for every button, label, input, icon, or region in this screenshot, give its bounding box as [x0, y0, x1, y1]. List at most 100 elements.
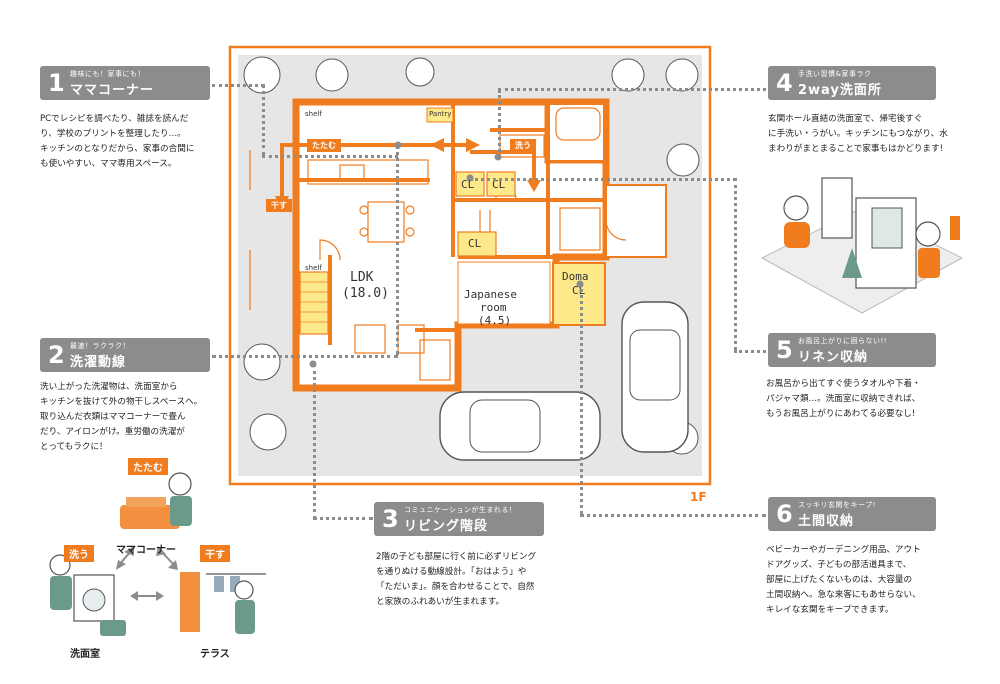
callout-1-line: キッチンのとなりだから、家事の合間に [40, 144, 195, 154]
doma-closet [552, 262, 606, 326]
ldk-label: LDK [350, 270, 374, 285]
leader-1a [212, 84, 264, 87]
callout-5-line: パジャマ類…。洗面室に収納できれば、 [766, 394, 921, 404]
leader-3b [313, 517, 373, 520]
callout-1-header: 1 趣味にも！家事にも！ ママコーナー [40, 66, 210, 100]
callout-2-line: キッチンを抜けて外の物干しスペースへ。 [40, 397, 203, 407]
callout-4-line: 玄関ホール直結の洗面室で、帰宅後すぐ [768, 114, 923, 124]
callout-4-number: 4 [776, 69, 793, 97]
callout-1-body: PCでレシピを調べたり、雑誌を読んだ り、学校のプリントを整理したり…。 キッチ… [40, 112, 240, 172]
callout-3-line: 2階の子ども部屋に行く前に必ずリビング [376, 552, 537, 562]
callout-6-body: ベビーカーやガーデニング用品、アウト ドアグッズ、子どもの部活道具まで、 部屋に… [766, 543, 981, 618]
callout-1-line: PCでレシピを調べたり、雑誌を読んだ [40, 114, 189, 124]
callout-4-title: 2way洗面所 [798, 83, 882, 98]
callout-5-body: お風呂から出てすぐ使うタオルや下着・ パジャマ類…。洗面室に収納できれば、 もう… [766, 377, 981, 422]
callout-6-number: 6 [776, 500, 793, 528]
callout-4-header: 4 手洗い習慣&家事ラク 2way洗面所 [768, 66, 936, 100]
pantry [426, 107, 454, 123]
leader-3a [313, 364, 316, 519]
callout-4-line: に手洗い・うがい。キッチンにもつながり、水 [768, 129, 948, 139]
leader-5a [470, 178, 736, 181]
cycle-label-washroom: 洗面室 [70, 649, 100, 660]
callout-3-line: 「ただいま」。顔を合わせることで、自然 [376, 582, 535, 592]
callout-6-header: 6 スッキリ玄関をキープ! 土間収納 [768, 497, 936, 531]
leader-5c [734, 350, 766, 353]
leader-4a [498, 90, 501, 157]
cycle-label-mama-corner: ママコーナー [116, 545, 176, 556]
pantry-label: Pantry [429, 110, 452, 118]
laundry-cycle-illustration [49, 472, 266, 636]
leader-5b [734, 178, 737, 350]
ldk-size-label: (18.0) [342, 286, 389, 301]
callout-2-body: 洗い上がった洗濯物は、洗面室から キッチンを抜けて外の物干しスペースへ。 取り込… [40, 380, 240, 455]
arrow-label-hosu: 干す [266, 199, 292, 212]
doma-cl-label: CL [572, 284, 586, 297]
callout-3-header: 3 コミュニケーションが生まれる！ リビング階段 [374, 502, 544, 536]
callout-1-line: り、学校のプリントを整理したり…。 [40, 129, 186, 139]
leader-2b [396, 145, 399, 355]
closet-1-label: CL [461, 178, 475, 191]
callout-5-line: お風呂から出てすぐ使うタオルや下着・ [766, 379, 921, 389]
lot-boundary [228, 45, 712, 486]
callout-4-body: 玄関ホール直結の洗面室で、帰宅後すぐ に手洗い・うがい。キッチンにもつながり、水… [768, 112, 983, 157]
callout-2-title: 洗濯動線 [70, 355, 127, 370]
callout-2-number: 2 [48, 341, 65, 369]
arrow-label-arau: 洗う [510, 139, 536, 152]
living-stairs [299, 271, 329, 335]
closet-2-label: CL [492, 178, 506, 191]
cycle-label-terrace: テラス [200, 649, 230, 660]
callout-6-line: キレイな玄関をキープできます。 [766, 605, 894, 615]
leader-6b [580, 514, 766, 517]
callout-2-line: 洗い上がった洗濯物は、洗面室から [40, 382, 178, 392]
callout-6-line: 土間収納へ。急な来客にもあせらない、 [766, 590, 921, 600]
callout-5-title: リネン収納 [798, 350, 869, 365]
leader-1c [262, 155, 398, 158]
closet-3 [457, 231, 497, 257]
callout-2-subtitle: 最速！ラクラク！ [70, 342, 130, 350]
cycle-label-arau: 洗う [64, 545, 94, 562]
cycle-label-hosu: 干す [200, 545, 230, 562]
callout-2-line: 取り込んだ衣類はママコーナーで畳ん [40, 412, 186, 422]
callout-2-line: だり、アイロンがけ。重労働の洗濯が [40, 427, 185, 437]
car-horizontal [439, 391, 601, 461]
callout-5-header: 5 お風呂上がりに困らない!! リネン収納 [768, 333, 936, 367]
callout-3-title: リビング階段 [404, 519, 489, 534]
callout-5-number: 5 [776, 336, 793, 364]
callout-2-header: 2 最速！ラクラク！ 洗濯動線 [40, 338, 210, 372]
callout-1-title: ママコーナー [70, 83, 155, 98]
leader-6a [580, 284, 583, 514]
callout-3-body: 2階の子ども部屋に行く前に必ずリビング を通りぬける動線設計。「おはよう」や 「… [376, 550, 576, 610]
callout-6-line: 部屋に上げたくないものは、大容量の [766, 575, 913, 585]
callout-2-line: とってもラクに！ [40, 442, 108, 452]
cycle-label-tatamu: たたむ [128, 458, 168, 475]
callout-1-line: も使いやすい、ママ専用スペース。 [40, 159, 177, 169]
leader-1b [262, 84, 265, 156]
callout-1-number: 1 [48, 69, 65, 97]
callout-4-line: まわりがまとまることで家事もはかどります! [768, 144, 944, 154]
callout-5-line: もうお風呂上がりにあわてる必要なし! [766, 409, 916, 419]
callout-3-line: を通りぬける動線設計。「おはよう」や [376, 567, 527, 577]
japanese-room-size: (4.5) [478, 314, 512, 327]
washroom-illustration [760, 177, 964, 314]
shelf-label-1: shelf [305, 110, 322, 118]
callout-3-number: 3 [382, 505, 399, 533]
arrow-label-tatamu: たたむ [307, 139, 341, 152]
callout-3-subtitle: コミュニケーションが生まれる！ [404, 506, 517, 514]
callout-1-subtitle: 趣味にも！家事にも！ [70, 70, 145, 78]
leader-4b [498, 88, 766, 91]
leader-2a [212, 355, 398, 358]
closet-2 [486, 171, 516, 197]
callout-6-line: ベビーカーやガーデニング用品、アウト [766, 545, 921, 555]
shelf-label-2: shelf [305, 264, 322, 272]
callout-3-line: と家族のふれあいが生まれます。 [376, 597, 505, 607]
japanese-room-label: Japanese [464, 288, 517, 301]
car-vertical [621, 301, 689, 453]
doma-label: Doma [562, 270, 589, 283]
closet-3-label: CL [468, 237, 482, 250]
callout-6-subtitle: スッキリ玄関をキープ! [798, 501, 876, 509]
callout-5-subtitle: お風呂上がりに困らない!! [798, 337, 888, 345]
floor-label: 1F [690, 490, 707, 504]
callout-6-title: 土間収納 [798, 514, 855, 529]
callout-6-line: ドアグッズ、子どもの部活道具まで、 [766, 560, 912, 570]
japanese-room-label-2: room [480, 301, 507, 314]
